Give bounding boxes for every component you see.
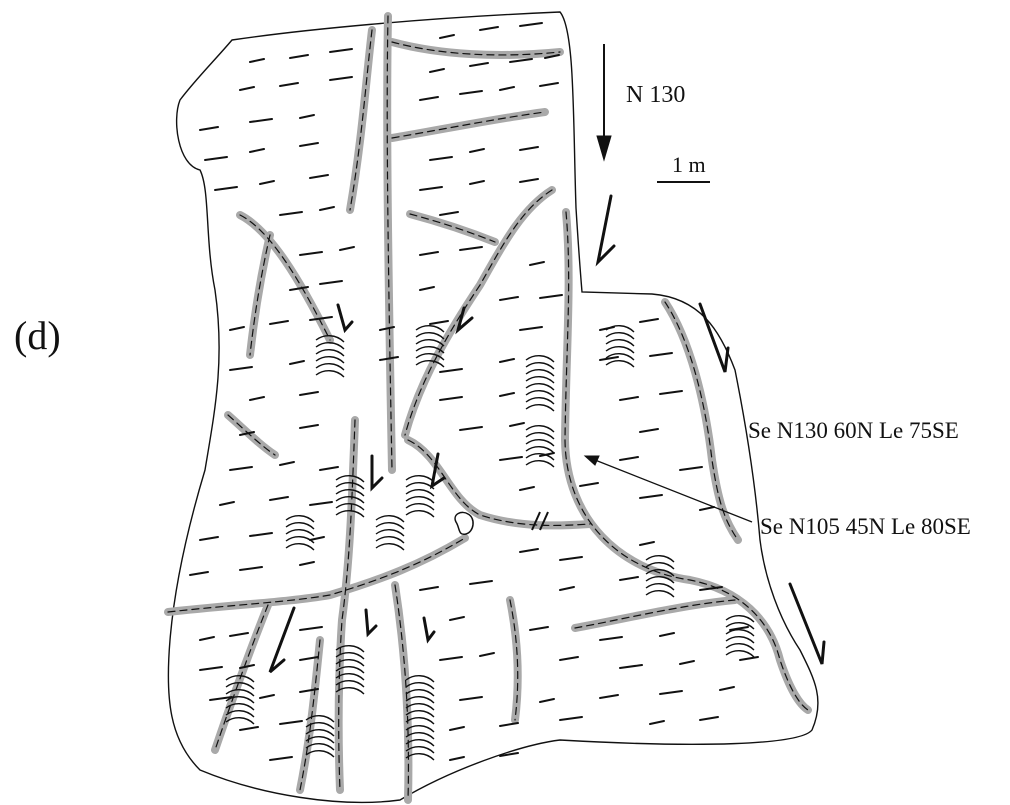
orientation-arrow xyxy=(597,44,611,160)
orientation-label: N 130 xyxy=(626,82,685,109)
annotation-label: Se N105 45N Le 80SE xyxy=(760,514,971,540)
scale-label: 1 m xyxy=(672,152,706,178)
outcrop-outline xyxy=(168,12,818,802)
panel-label: (d) xyxy=(14,312,61,359)
annotation-label: Se N130 60N Le 75SE xyxy=(748,418,959,444)
